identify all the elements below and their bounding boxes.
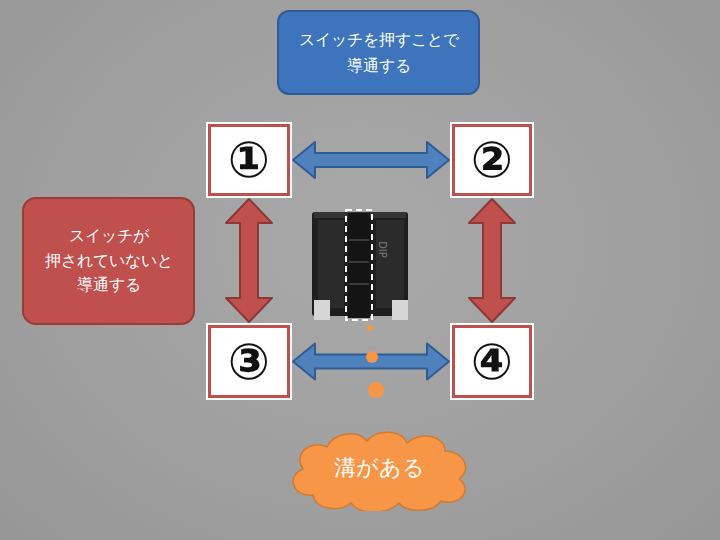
switch-groove: [348, 213, 370, 318]
pin-number: ③: [228, 337, 270, 387]
pin-number: ②: [471, 135, 513, 185]
switch-pin: [314, 300, 330, 320]
pin-number: ④: [471, 337, 513, 387]
switch-pin: [392, 300, 408, 320]
block-arrow: [293, 344, 449, 380]
pin-number-box: ②: [452, 124, 532, 196]
pin-number-box: ①: [208, 124, 290, 196]
cloud-shape: [293, 432, 465, 511]
callout-box: スイッチが 押されていないと 導通する: [22, 197, 195, 325]
block-arrow: [226, 199, 272, 322]
thought-dot: [366, 351, 378, 363]
block-arrow: [293, 142, 449, 178]
pin-number-box: ④: [452, 325, 532, 398]
block-arrow: [469, 199, 515, 322]
thought-dot: [367, 325, 373, 331]
thought-dot: [368, 382, 384, 398]
groove-ridge: [349, 261, 369, 263]
switch-right-face: [376, 220, 404, 308]
switch-marking: DIP: [377, 241, 388, 258]
callout-text: スイッチが 押されていないと 導通する: [45, 224, 173, 298]
pin-number-box: ③: [208, 325, 290, 398]
cloud-callout: 溝がある: [283, 425, 475, 511]
pin-number: ①: [228, 135, 270, 185]
switch-left-face: [318, 220, 344, 308]
groove-highlight: [346, 210, 372, 320]
callout-box: スイッチを押すことで 導通する: [277, 10, 480, 95]
cloud-text: 溝がある: [334, 454, 425, 483]
groove-ridge: [349, 239, 369, 241]
groove-ridge: [349, 283, 369, 285]
callout-text: スイッチを押すことで 導通する: [299, 27, 459, 78]
